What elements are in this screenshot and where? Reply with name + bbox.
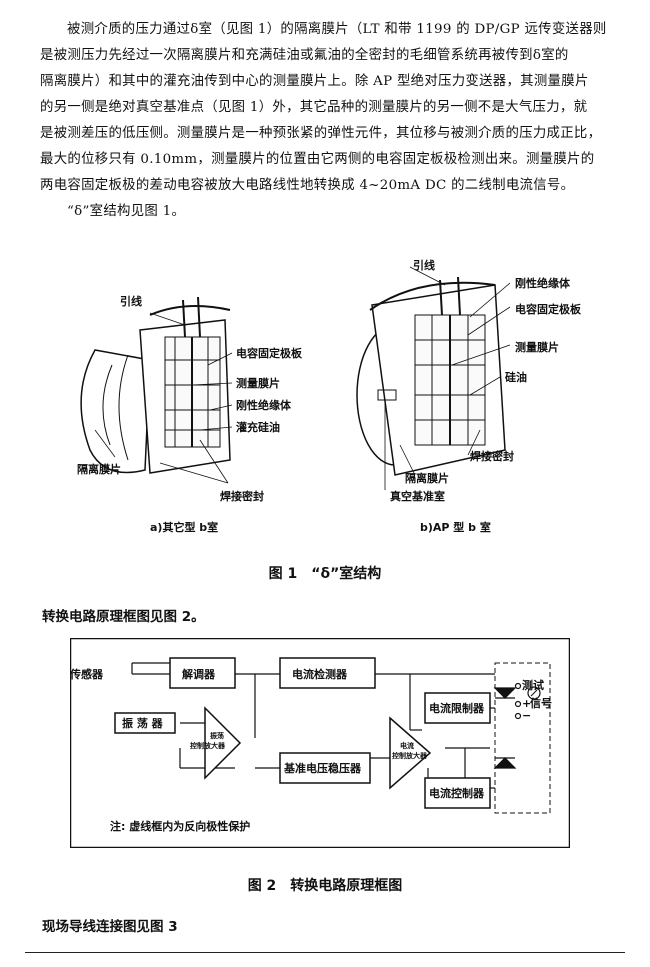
delta-cell-left-illustration bbox=[80, 296, 231, 474]
osc-amp-line1: 振荡 bbox=[210, 731, 224, 740]
terminal-circles bbox=[514, 682, 522, 720]
left-label-lead: 引线 bbox=[120, 294, 142, 308]
cur-amp-triangle bbox=[389, 716, 432, 790]
body-line: 两电容固定板极的差动电容被放大电路线性地转换成 4~20mA DC 的二线制电流… bbox=[40, 178, 575, 193]
right-label-silicone-oil: 硅油 bbox=[505, 370, 527, 384]
protection-diodes bbox=[493, 687, 517, 769]
body-line: 隔离膜片）和其中的灌充油传到中心的测量膜片上。除 AP 型绝对压力变送器，其测量… bbox=[40, 74, 589, 89]
osc-amp-triangle bbox=[204, 706, 242, 780]
left-label-meas-diaphragm: 测量膜片 bbox=[236, 376, 280, 390]
figure-2-diagram: 传感器 解调器 电流检测器 振 荡 器 振荡 控制放大器 基准电压稳压器 电流限… bbox=[70, 638, 570, 848]
body-line: “δ”室结构见图 1。 bbox=[67, 204, 186, 219]
cur-amp-line1: 电流 bbox=[400, 741, 414, 750]
right-label-vacuum-ref: 真空基准室 bbox=[390, 489, 445, 503]
current-limiter-block bbox=[424, 692, 491, 724]
current-detector-block bbox=[279, 657, 376, 689]
osc-amp-line2: 控制放大器 bbox=[190, 741, 226, 750]
left-leader-lines bbox=[94, 312, 233, 484]
body-paragraph: 被测介质的压力通过δ室（见图 1）的隔离膜片（LT 和带 1199 的 DP/G… bbox=[40, 17, 615, 225]
figure-1-caption: 图 1 “δ”室结构 bbox=[268, 566, 382, 582]
reverse-protection-box bbox=[494, 662, 551, 814]
right-caption: b)AP 型 b 室 bbox=[420, 520, 491, 534]
left-label-isolation-diaphragm: 隔离膜片 bbox=[77, 462, 121, 476]
right-label-weld-seal: 焊接密封 bbox=[470, 449, 514, 463]
left-label-cap-plate: 电容固定极板 bbox=[236, 346, 303, 360]
figure-2-intro: 转换电路原理框图见图 2。 bbox=[42, 609, 205, 625]
oscillator-label: 振 荡 器 bbox=[122, 716, 164, 730]
diagram-note: 注: 虚线框内为反向极性保护 bbox=[110, 819, 250, 833]
current-controller-label: 电流控制器 bbox=[429, 786, 485, 800]
figure-3-intro: 现场导线连接图见图 3 bbox=[42, 919, 178, 935]
reference-regulator-block bbox=[279, 752, 371, 784]
figure-2-caption: 图 2 转换电路原理框图 bbox=[247, 878, 403, 894]
signal-label: 信号 bbox=[530, 696, 552, 710]
figure-2: 传感器 解调器 电流检测器 振 荡 器 振荡 控制放大器 基准电压稳压器 电流限… bbox=[70, 638, 570, 848]
current-controller-block bbox=[424, 777, 491, 809]
right-label-cap-plate: 电容固定极板 bbox=[515, 302, 582, 316]
plus-label: + bbox=[522, 697, 531, 710]
right-leader-lines bbox=[384, 266, 511, 490]
diagram-frame bbox=[70, 638, 570, 848]
sensor-label: 传感器 bbox=[70, 667, 104, 681]
figure-1: 引线 电容固定极板 测量膜片 刚性绝缘体 灌充硅油 隔离膜片 焊接密封 a)其它… bbox=[0, 245, 650, 545]
right-label-lead: 引线 bbox=[413, 258, 435, 272]
minus-label: − bbox=[522, 709, 531, 722]
current-limiter-label: 电流限制器 bbox=[429, 701, 485, 715]
body-line: 是被测压力先经过一次隔离膜片和充满硅油或氟油的全密封的毛细管系统再被传到δ室的 bbox=[40, 48, 569, 63]
left-caption: a)其它型 b室 bbox=[150, 520, 218, 534]
left-label-weld-seal: 焊接密封 bbox=[220, 489, 264, 503]
body-line: 是被测差压的低压侧。测量膜片是一种预张紧的弹性元件，其位移与被测介质的压力成正比… bbox=[40, 126, 602, 141]
left-label-fill-oil: 灌充硅油 bbox=[236, 420, 280, 434]
cur-amp-line2: 控制放大器 bbox=[392, 751, 428, 760]
body-line: 被测介质的压力通过δ室（见图 1）的隔离膜片（LT 和带 1199 的 DP/G… bbox=[67, 22, 607, 37]
demodulator-block bbox=[169, 657, 236, 689]
oscillator-block bbox=[114, 712, 176, 734]
bottom-rule bbox=[25, 952, 625, 953]
body-line: 最大的位移只有 0.10mm，测量膜片的位置由它两侧的电容固定板极检测出来。测量… bbox=[40, 152, 595, 167]
right-label-rigid-insulator: 刚性绝缘体 bbox=[515, 276, 571, 290]
current-detector-label: 电流检测器 bbox=[292, 667, 348, 681]
demodulator-label: 解调器 bbox=[182, 667, 216, 681]
figure-1-drawing: 引线 电容固定极板 测量膜片 刚性绝缘体 灌充硅油 隔离膜片 焊接密封 a)其它… bbox=[77, 258, 582, 534]
body-line: 的另一侧是绝对真空基准点（见图 1）外，其它品种的测量膜片的另一侧不是大气压力，… bbox=[40, 100, 588, 115]
left-label-rigid-insulator: 刚性绝缘体 bbox=[236, 398, 292, 412]
right-label-meas-diaphragm: 测量膜片 bbox=[515, 340, 559, 354]
test-label: 测试 bbox=[522, 678, 544, 692]
reference-regulator-label: 基准电压稳压器 bbox=[283, 761, 362, 775]
right-label-isolation-diaphragm: 隔离膜片 bbox=[405, 471, 449, 485]
delta-cell-right-illustration bbox=[356, 276, 506, 476]
